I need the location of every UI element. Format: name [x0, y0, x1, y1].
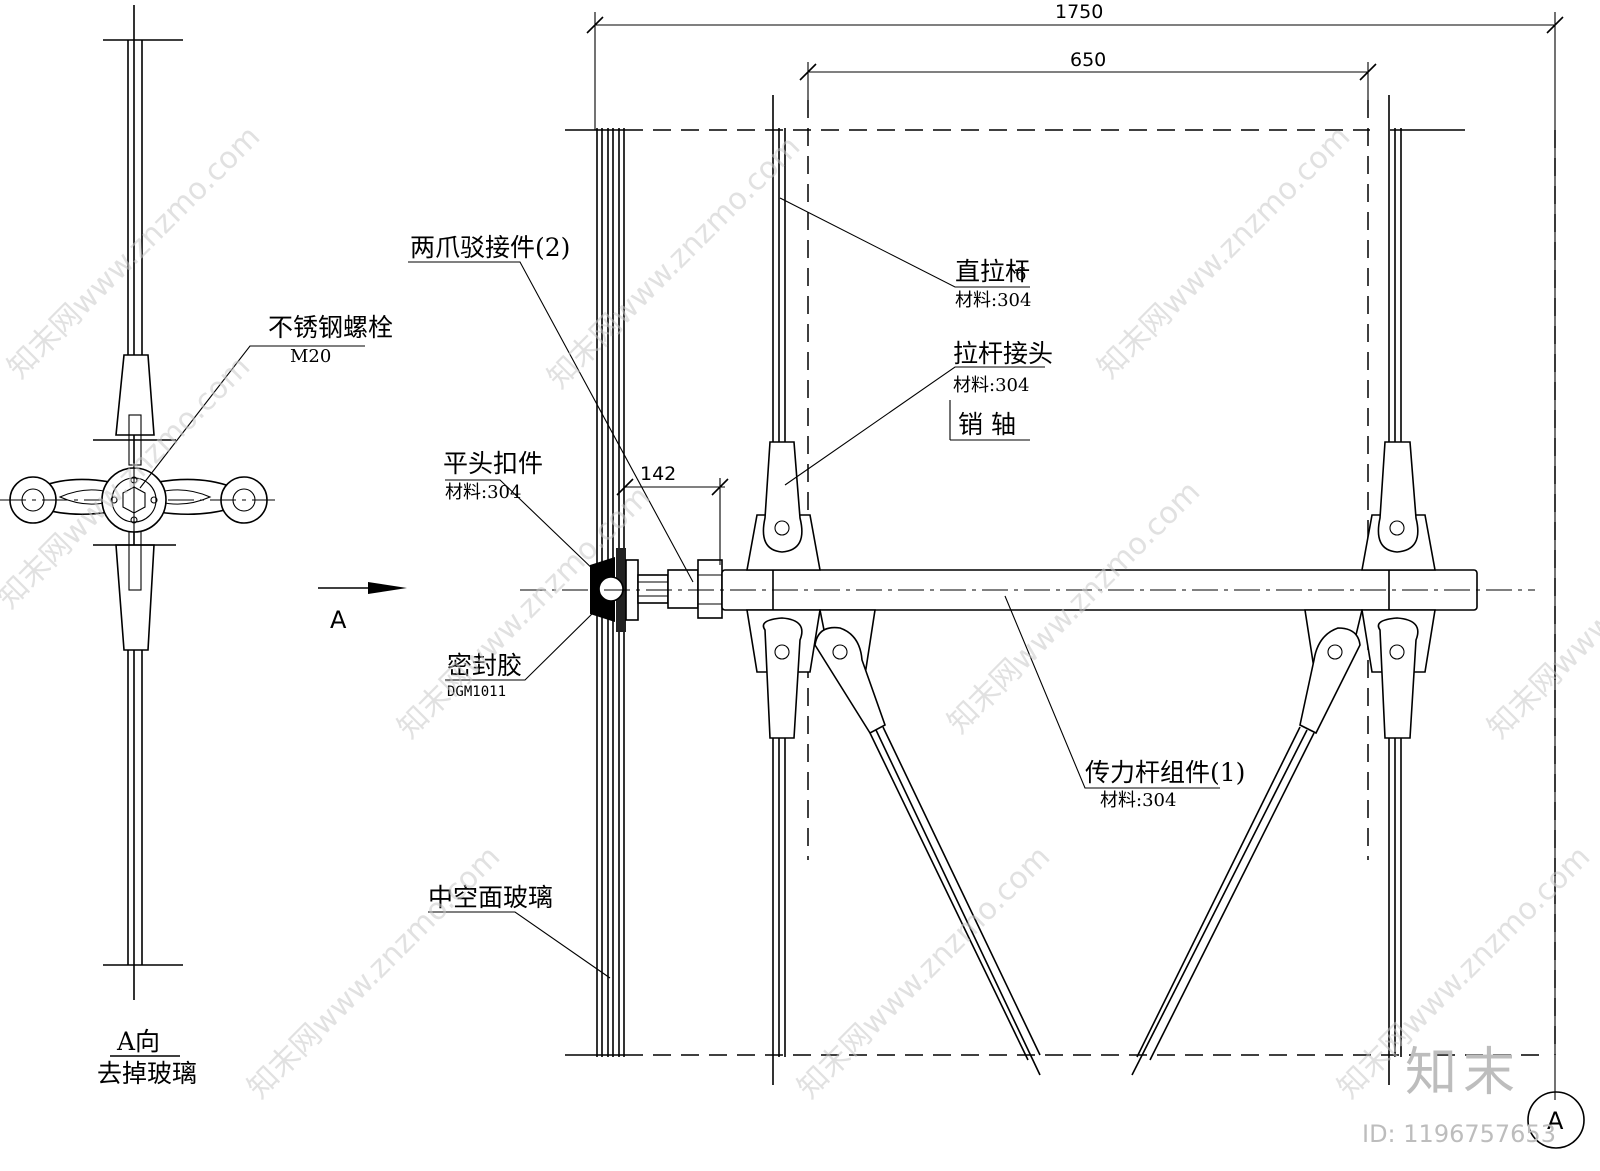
svg-text:知末网www.znzmo.com: 知末网www.znzmo.com — [1481, 479, 1600, 745]
boundary-lines — [565, 100, 1556, 1056]
svg-text:6: 6 — [1015, 264, 1026, 285]
svg-text:平头扣件: 平头扣件 — [443, 449, 543, 478]
svg-text:拉杆接头: 拉杆接头 — [953, 339, 1053, 368]
svg-text:M20: M20 — [290, 346, 331, 367]
svg-text:知末网www.znzmo.com: 知末网www.znzmo.com — [791, 839, 1057, 1105]
view-a-elevation — [0, 5, 275, 1000]
section-marker: A — [1527, 1091, 1585, 1149]
svg-text:知末网www.znzmo.com: 知末网www.znzmo.com — [241, 839, 507, 1105]
svg-text:不锈钢螺栓: 不锈钢螺栓 — [268, 313, 393, 342]
label-force-rod-assembly: 传力杆组件(1) 材料:304 — [1004, 595, 1245, 811]
svg-text:去掉玻璃: 去掉玻璃 — [97, 1059, 197, 1088]
svg-text:A向: A向 — [116, 1027, 160, 1056]
svg-text:密封胶: 密封胶 — [447, 651, 522, 680]
label-rod-joint: 拉杆接头 材料:304 销 轴 — [784, 339, 1053, 486]
label-hollow-glass: 中空面玻璃 — [428, 883, 611, 979]
svg-text:1750: 1750 — [1055, 1, 1103, 23]
svg-text:DGM1011: DGM1011 — [447, 684, 506, 700]
view-a-title: A向 去掉玻璃 — [97, 1027, 197, 1088]
svg-text:知末网www.znzmo.com: 知末网www.znzmo.com — [1091, 119, 1357, 385]
left-rod-joints — [746, 441, 886, 739]
label-stainless-bolt: 不锈钢螺栓 M20 — [139, 313, 393, 489]
label-straight-rod: 直拉杆 6 材料:304 — [779, 197, 1031, 311]
svg-text:知末网www.znzmo.com: 知末网www.znzmo.com — [541, 129, 807, 395]
diagonal-tension-rods — [869, 726, 1315, 1076]
label-flat-head-fitting: 平头扣件 材料:304 — [443, 449, 599, 575]
svg-text:材料:304: 材料:304 — [955, 290, 1031, 311]
watermark-id: ID: 1196757653 — [1362, 1120, 1556, 1148]
svg-text:直拉杆: 直拉杆 — [955, 257, 1030, 286]
svg-text:两爪驳接件(2): 两爪驳接件(2) — [410, 233, 570, 262]
label-sealant: 密封胶 DGM1011 — [445, 607, 599, 700]
svg-text:销 轴: 销 轴 — [958, 410, 1016, 439]
label-two-claw-connector: 两爪驳接件(2) — [408, 233, 694, 583]
view-direction-arrow: A — [318, 582, 407, 634]
svg-text:中空面玻璃: 中空面玻璃 — [428, 883, 553, 912]
watermark-logo: 知末 — [1405, 1043, 1521, 1103]
svg-text:材料:304: 材料:304 — [953, 375, 1029, 396]
vertical-tension-rods — [772, 95, 1402, 1085]
dimension-650: 650 — [799, 49, 1377, 100]
svg-text:材料:304: 材料:304 — [445, 482, 521, 503]
svg-text:142: 142 — [640, 463, 676, 485]
svg-text:材料:304: 材料:304 — [1100, 790, 1176, 811]
svg-text:A: A — [330, 606, 347, 634]
svg-text:650: 650 — [1070, 49, 1106, 71]
force-transfer-rod — [520, 569, 1535, 611]
right-rod-joints — [1299, 441, 1436, 739]
svg-text:A: A — [1547, 1107, 1564, 1135]
svg-text:传力杆组件(1): 传力杆组件(1) — [1085, 758, 1245, 787]
